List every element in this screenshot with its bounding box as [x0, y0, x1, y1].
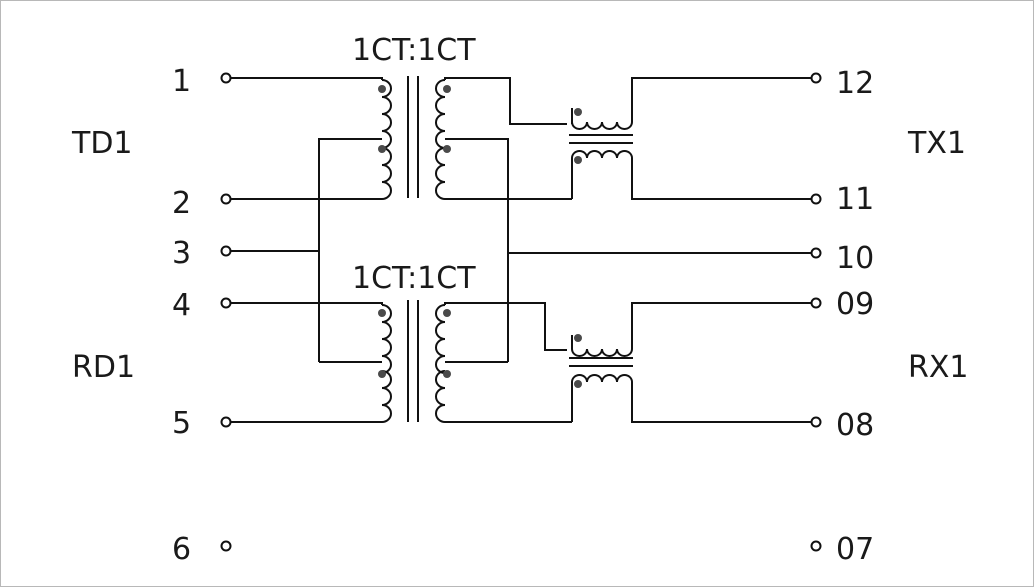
pin-terminal-5: [220, 416, 232, 428]
bottom-transformer-wiring: [231, 250, 567, 423]
polarity-dot: [443, 370, 451, 378]
pin-terminal-2: [220, 193, 232, 205]
common-mode-choke-top: [455, 77, 813, 200]
polarity-dot: [378, 145, 386, 153]
pin-number-5: 5: [172, 406, 191, 441]
pin-terminal-4: [220, 297, 232, 309]
pin-number-4: 4: [172, 288, 191, 323]
secondary-coil-top-lower: [435, 147, 446, 200]
polarity-dot: [574, 334, 582, 342]
pin-terminal-3: [220, 245, 232, 257]
group-label-td1: TD1: [71, 126, 133, 161]
transformer-ratio-label-bottom: 1CT:1CT: [352, 261, 476, 296]
pin-terminal-12: [810, 72, 822, 84]
pin-number-12: 12: [836, 66, 874, 101]
group-label-rx1: RX1: [908, 350, 968, 385]
primary-coil-top-upper: [381, 79, 392, 149]
pin-number-09: 09: [836, 287, 874, 322]
pin-terminal-07: [810, 540, 822, 552]
top-transformer-wiring: [231, 76, 813, 362]
secondary-coil-bottom-upper: [435, 304, 446, 374]
polarity-dot: [378, 309, 386, 317]
pin-number-11: 11: [836, 182, 874, 217]
pin-number-1: 1: [172, 64, 191, 99]
polarity-dot: [574, 380, 582, 388]
group-label-rd1: RD1: [72, 350, 135, 385]
pin-terminal-08: [810, 416, 822, 428]
pin-number-3: 3: [172, 236, 191, 271]
polarity-dot: [378, 85, 386, 93]
pin-number-6: 6: [172, 532, 191, 567]
polarity-dot: [378, 370, 386, 378]
polarity-dot: [443, 145, 451, 153]
pin-terminal-1: [220, 72, 232, 84]
primary-coil-top-lower: [381, 147, 392, 200]
polarity-dot: [443, 85, 451, 93]
primary-coil-bottom-lower: [381, 370, 392, 423]
secondary-coil-bottom-lower: [435, 370, 446, 423]
transformer-ratio-label-top: 1CT:1CT: [352, 33, 476, 68]
pin-terminal-6: [220, 540, 232, 552]
pin-number-07: 07: [836, 532, 874, 567]
polarity-dot: [574, 156, 582, 164]
pin-terminal-09: [810, 297, 822, 309]
secondary-coil-top-upper: [435, 79, 446, 149]
pin-number-2: 2: [172, 186, 191, 221]
common-mode-choke-bottom: [478, 302, 813, 423]
pin-terminal-10: [810, 247, 822, 259]
primary-coil-bottom-upper: [381, 304, 392, 374]
group-label-tx1: TX1: [907, 126, 966, 161]
pin-terminal-11: [810, 193, 822, 205]
pin-number-10: 10: [836, 241, 874, 276]
polarity-dot: [443, 309, 451, 317]
polarity-dot: [574, 108, 582, 116]
pin-number-08: 08: [836, 408, 874, 443]
